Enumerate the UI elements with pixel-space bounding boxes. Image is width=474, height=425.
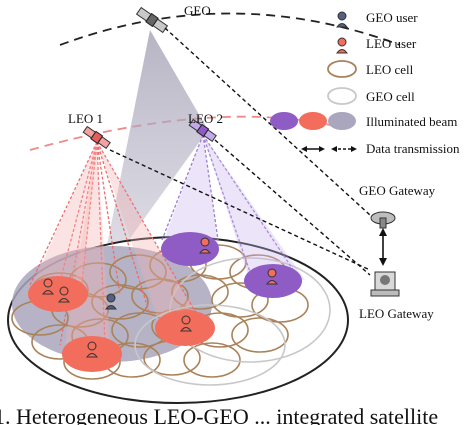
leo-beam-spot — [28, 276, 88, 312]
leo2-beam-fill-2 — [203, 135, 305, 280]
geo-orbit — [59, 12, 401, 46]
leo-beam-swatch — [299, 112, 327, 130]
leo1-beam-fill-1 — [30, 142, 97, 300]
arrowhead — [351, 146, 357, 152]
geo-label: GEO — [184, 3, 211, 18]
geo-user-icon — [336, 11, 348, 28]
leo1-satellite-icon — [82, 125, 111, 150]
legend-geo-user: GEO user — [366, 10, 418, 25]
arrowhead — [379, 228, 387, 236]
legend-leo-user: LEO user — [366, 36, 417, 51]
figure-caption: 1. Heterogeneous LEO-GEO ... integrated … — [0, 404, 438, 425]
geo-user-icon — [105, 293, 117, 310]
geo-beam-cone — [100, 30, 208, 280]
leo-user-icon — [58, 286, 70, 303]
legend-leo-cell: LEO cell — [366, 62, 414, 77]
leo-user-icon — [86, 341, 98, 358]
leo-user-icon — [266, 268, 278, 285]
leo-gateway-label: LEO Gateway — [359, 306, 434, 321]
leo2-label: LEO 2 — [188, 111, 223, 126]
legend-illuminated-beam: Illuminated beam — [366, 114, 457, 129]
geo-beam-spot — [161, 232, 219, 266]
geo-satellite-icon — [135, 6, 169, 34]
geo-gateway-label: GEO Gateway — [359, 183, 436, 198]
leo-user-icon — [180, 315, 192, 332]
geo-cells — [134, 257, 331, 386]
arrowhead — [301, 146, 307, 152]
leo-gateway-icon — [370, 271, 400, 297]
leo2-beam-fill-1 — [162, 135, 218, 245]
leo-user-icon — [336, 37, 348, 54]
arrowhead — [379, 258, 387, 266]
leo2-satellite-icon — [188, 118, 217, 143]
geo-cell-swatch — [327, 87, 357, 105]
geo-gateway-icon — [370, 211, 396, 229]
geo-area-swatch — [328, 112, 356, 130]
leo-user-icon — [42, 278, 54, 295]
legend-geo-cell: GEO cell — [366, 89, 415, 104]
arrowhead — [319, 146, 325, 152]
leo-user-icon — [199, 237, 211, 254]
arrowhead — [331, 146, 337, 152]
legend-data-transmission: Data transmission — [366, 141, 460, 156]
leo-cell-swatch — [327, 60, 357, 78]
leo1-beam-fill-2 — [97, 142, 205, 330]
data-links — [109, 27, 371, 276]
legend: GEO user LEO user LEO cell GEO cell Illu… — [270, 10, 460, 156]
leo1-label: LEO 1 — [68, 111, 103, 126]
leo1-beams — [29, 141, 201, 346]
geo-beam-swatch — [270, 112, 298, 130]
